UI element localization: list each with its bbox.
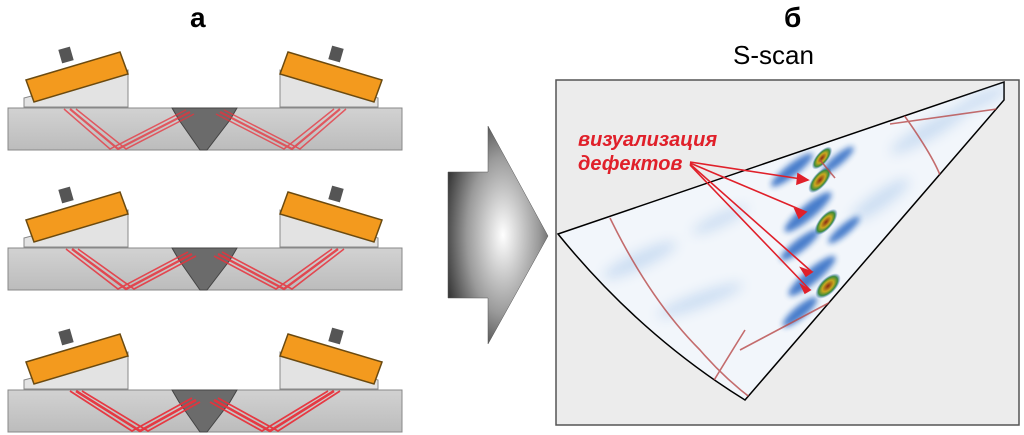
probe-connector-icon	[58, 186, 74, 204]
panel-a-label: а	[190, 2, 206, 33]
sscan-title: S-scan	[733, 40, 814, 70]
probe-right	[279, 51, 383, 103]
setup-2	[7, 185, 403, 291]
annotation-line-1: визуализация	[578, 129, 718, 151]
ultrasonic-beams	[65, 248, 345, 291]
probe-connector-icon	[58, 328, 74, 346]
probe-connector-icon	[328, 185, 344, 203]
setup-1	[7, 45, 403, 151]
probe-connector-icon	[328, 327, 344, 345]
ultrasonic-beams	[69, 389, 341, 433]
probe-right	[279, 333, 383, 385]
probe-right	[279, 191, 383, 243]
ultrasonic-beams	[63, 108, 347, 151]
sscan-signal-streaks	[771, 146, 860, 327]
probe-connector-icon	[328, 45, 344, 63]
sscan-noise	[603, 86, 1004, 317]
defect-annotation: визуализация дефектов	[578, 128, 717, 176]
annotation-line-2: дефектов	[578, 153, 683, 175]
annotation-arrows	[689, 161, 814, 295]
probe-left	[25, 51, 129, 103]
arrow-right-shape	[447, 125, 549, 345]
setup-3	[7, 327, 403, 433]
defect-indications	[808, 146, 841, 299]
weld-bead	[171, 107, 238, 151]
probe-connector-icon	[58, 46, 74, 64]
probe-left	[25, 333, 129, 385]
panel-b-label: б	[784, 2, 802, 33]
probe-left	[25, 191, 129, 243]
